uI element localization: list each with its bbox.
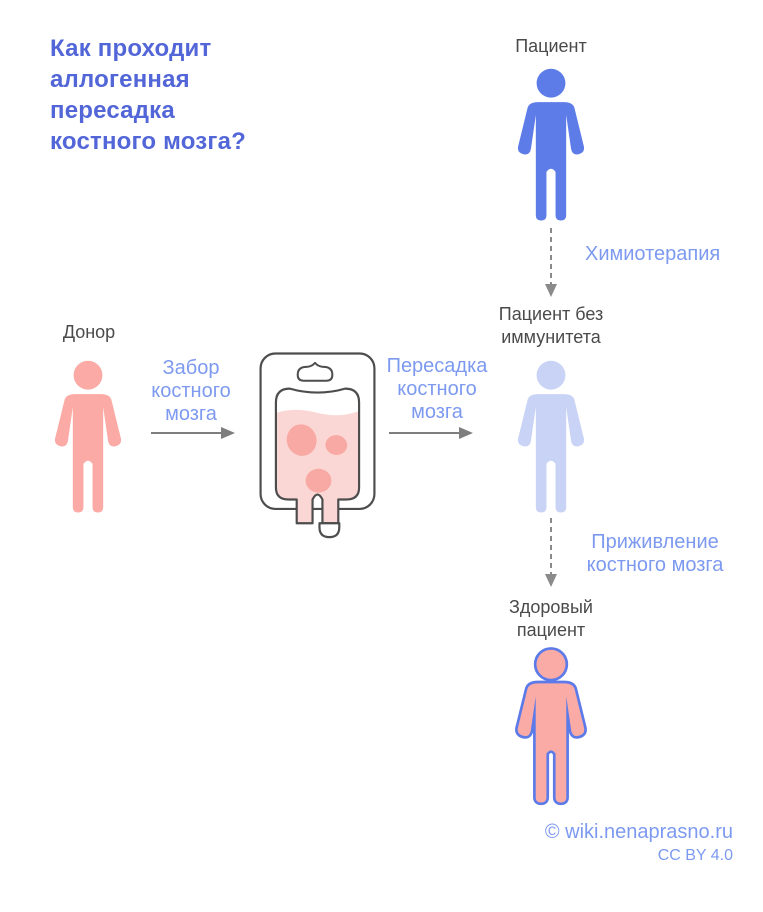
step-line: костного [397,378,477,400]
step-line: Приживление [591,531,719,553]
attribution-source[interactable]: © wiki.nenaprasno.ru [544,821,733,843]
step-line: Пересадка [386,355,488,377]
patient-no-immunity-label: Пациент без иммунитета [451,303,651,349]
healthy-patient-label: Здоровый пациент [451,596,651,642]
step-line: мозга [411,401,463,423]
transplant-step-label: Пересадка костного мозга [386,355,488,424]
page-title: Как проходит аллогенная пересадка костно… [50,33,310,157]
attribution-license: CC BY 4.0 [657,847,733,864]
step-line: мозга [165,403,217,425]
person-icon [517,68,585,221]
dashed-arrow-down-icon [545,518,557,587]
label-line: Здоровый [509,597,593,617]
label-line: иммунитета [501,327,601,347]
title-line: костного мозга? [50,128,247,155]
title-line: пересадка [50,97,175,124]
engraftment-step-label: Приживление костного мозга [570,531,740,577]
dashed-arrow-down-icon [545,228,557,297]
bag-liquid [275,409,360,524]
step-line: костного мозга [586,554,724,576]
person-icon [517,360,585,513]
blood-bag-icon [259,352,376,539]
arrow-right-icon [389,427,473,439]
title-line: Как проходит [50,35,212,62]
title-line: аллогенная [50,66,190,93]
arrow-right-icon [151,427,235,439]
harvest-step-label: Забор костного мозга [140,357,242,426]
chemotherapy-step-label: Химиотерапия [585,243,721,265]
person-icon [54,360,122,513]
step-line: костного [151,380,231,402]
donor-label: Донор [62,322,116,342]
step-line: Забор [162,357,220,379]
person-icon [509,645,593,808]
patient-label: Пациент [515,36,587,56]
attribution: © wiki.nenaprasno.ru CC BY 4.0 [433,820,733,866]
label-line: пациент [516,620,586,640]
label-line: Пациент без [498,304,604,324]
